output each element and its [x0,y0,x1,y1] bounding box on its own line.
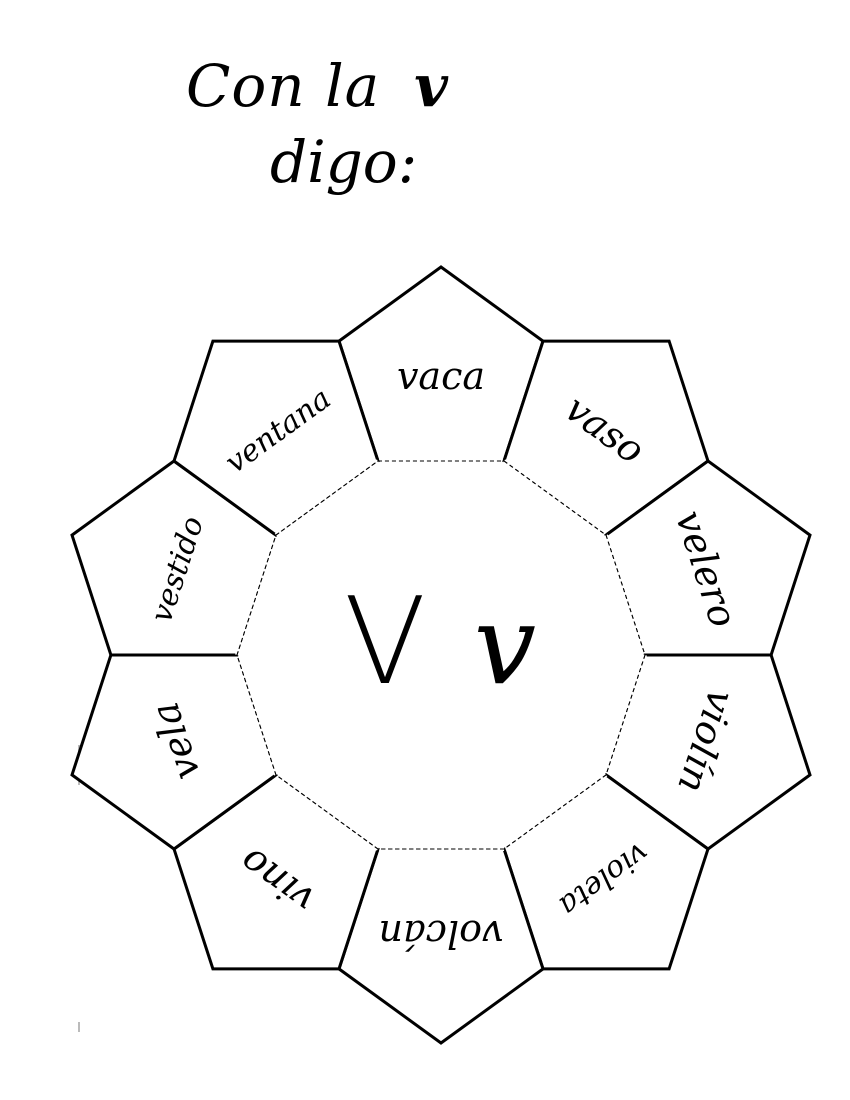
center-uppercase-letter: V [344,573,426,712]
title-letter: v [414,52,449,120]
title-line-1: Con la v [186,52,449,120]
petal-word-0: vaca [397,354,485,398]
title-line-2: digo: [270,128,418,196]
petal-word-5: volcán [379,912,504,956]
center-decagon [236,460,646,850]
title-text: Con la [186,52,381,120]
scan-edge-mark [78,1022,80,1032]
center-lowercase-letter: v [474,581,536,709]
petal-layer [70,265,812,1045]
